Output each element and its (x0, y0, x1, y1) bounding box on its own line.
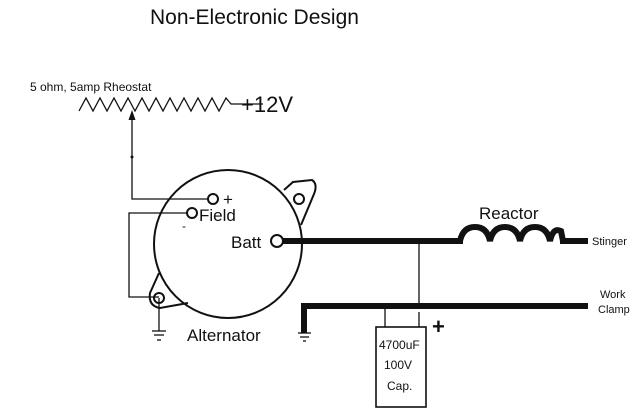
work-clamp-label-line2: Clamp (598, 304, 630, 316)
cap-type-label: Cap. (387, 379, 412, 393)
capacitor-body (375, 326, 427, 408)
field-plus-label: + (223, 190, 233, 209)
field-positive-wire (131, 157, 209, 200)
stinger-label: Stinger (592, 236, 627, 248)
work-clamp-wire (301, 303, 588, 333)
rheostat-label: 5 ohm, 5amp Rheostat (30, 80, 152, 94)
reactor: Reactor (457, 204, 566, 242)
reactor-coil (457, 223, 566, 242)
cap-voltage-label: 100V (384, 358, 412, 372)
batt-terminal[interactable] (270, 234, 284, 248)
alternator-label: Alternator (187, 326, 261, 345)
batt-label: Batt (231, 233, 262, 252)
cap-value-label: 4700uF (379, 338, 420, 352)
field-plus-terminal[interactable] (207, 193, 219, 205)
field-minus-label: - (182, 219, 186, 233)
cap-polarity-plus: + (432, 314, 445, 339)
field-label: Field (199, 206, 236, 225)
field-minus-terminal[interactable] (186, 207, 198, 219)
field-negative-wire (128, 212, 187, 298)
rheostat-resistor-zigzag (78, 96, 240, 113)
work-ground (298, 332, 311, 342)
alternator-ground (152, 298, 166, 341)
wiper-arrow-icon (128, 110, 136, 120)
supply-voltage-label: +12V (241, 92, 293, 117)
alternator-mount-ear-top (283, 178, 317, 226)
diagram-title: Non-Electronic Design (150, 6, 359, 29)
rheostat: 5 ohm, 5amp Rheostat +12V (30, 80, 293, 159)
reactor-label: Reactor (479, 204, 539, 223)
alternator-mount-ear-bottom (148, 272, 189, 310)
work-clamp-label-line1: Work (600, 289, 626, 301)
capacitor: 4700uF 100V Cap. + (375, 241, 445, 408)
mount-hole-top (293, 193, 305, 205)
alternator: + Field - Batt Alternator (148, 169, 317, 345)
